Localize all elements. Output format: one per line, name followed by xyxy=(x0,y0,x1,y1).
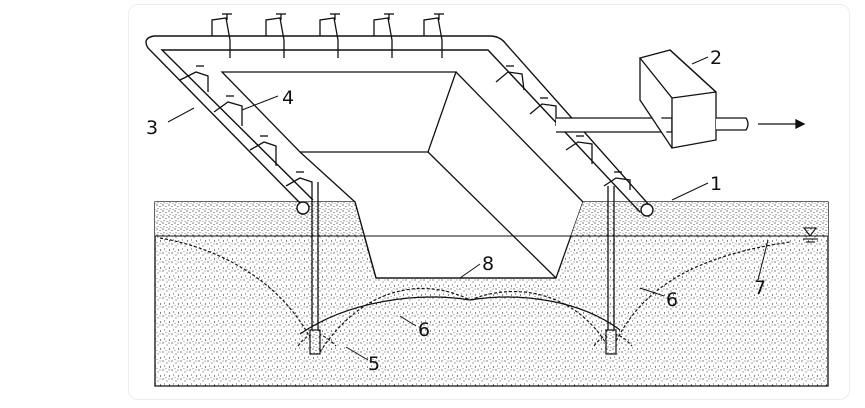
pump-unit[interactable] xyxy=(556,49,749,149)
label-original-water-table: 7 xyxy=(754,277,766,299)
seepage-curves xyxy=(299,296,621,335)
riser-top-3 xyxy=(319,13,340,58)
header-risers xyxy=(179,13,631,336)
riser-left-2 xyxy=(213,95,243,126)
label-riser-connector: 4 xyxy=(282,87,294,109)
riser-right-4 xyxy=(603,171,631,336)
excavation-pit xyxy=(220,71,584,279)
riser-right-2 xyxy=(529,97,557,126)
riser-top-2 xyxy=(265,13,286,58)
riser-right-1 xyxy=(495,65,525,91)
wellpoint-filters xyxy=(309,329,617,355)
riser-right-3 xyxy=(565,135,593,164)
label-wellpoint-filter: 5 xyxy=(368,353,380,375)
leader-lines xyxy=(167,56,769,361)
water-level-symbol xyxy=(802,227,818,243)
ground-surface-band xyxy=(155,202,365,236)
discharge-arrow xyxy=(758,118,806,130)
ground-surface-band-right xyxy=(571,202,828,236)
riser-left-4 xyxy=(285,171,319,336)
riser-left-1 xyxy=(179,65,209,92)
label-header-pipe: 3 xyxy=(146,117,158,139)
label-drawdown-curve-left: 6 xyxy=(418,319,430,341)
riser-top-5 xyxy=(423,13,444,58)
riser-top-4 xyxy=(373,13,394,58)
riser-left-3 xyxy=(249,135,277,166)
label-pit-bottom: 8 xyxy=(482,253,494,275)
label-pump-unit: 2 xyxy=(710,47,722,69)
label-ground-surface: 1 xyxy=(710,173,722,195)
riser-top-1 xyxy=(211,13,232,58)
label-drawdown-curve-right: 6 xyxy=(666,289,678,311)
